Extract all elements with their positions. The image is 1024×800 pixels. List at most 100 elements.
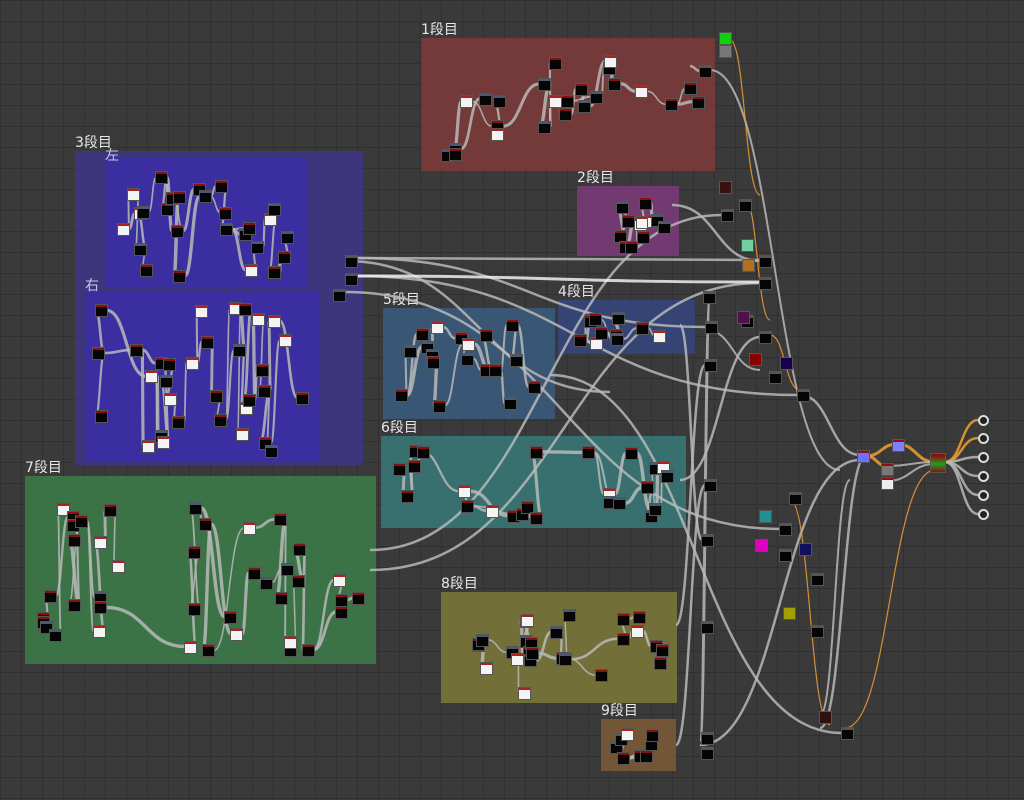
graph-node[interactable] <box>240 304 252 316</box>
graph-node[interactable] <box>174 270 186 282</box>
graph-node[interactable] <box>336 606 348 618</box>
graph-node[interactable] <box>740 200 751 211</box>
graph-node[interactable] <box>455 333 467 345</box>
graph-node[interactable] <box>521 615 533 627</box>
graph-node[interactable] <box>69 535 81 547</box>
graph-node[interactable] <box>199 191 211 203</box>
graph-node[interactable] <box>156 358 167 370</box>
graph-node[interactable] <box>539 122 551 134</box>
graph-node[interactable] <box>409 446 421 458</box>
graph-node[interactable] <box>297 392 309 404</box>
graph-node[interactable] <box>684 83 696 95</box>
graph-node[interactable] <box>143 440 155 452</box>
graph-node[interactable] <box>518 688 530 700</box>
output-node-icon[interactable] <box>978 415 989 426</box>
graph-node[interactable] <box>173 191 185 203</box>
graph-node[interactable] <box>489 365 501 377</box>
graph-node[interactable] <box>145 371 157 383</box>
graph-node[interactable] <box>404 345 416 357</box>
graph-node[interactable] <box>229 303 241 315</box>
graph-node[interactable] <box>617 753 629 765</box>
graph-node[interactable] <box>68 519 80 531</box>
graph-node[interactable] <box>492 121 503 133</box>
graph-node[interactable] <box>113 560 125 572</box>
graph-node[interactable] <box>590 314 602 326</box>
graph-node[interactable] <box>93 626 105 638</box>
graph-node[interactable] <box>269 203 281 215</box>
graph-node[interactable] <box>268 315 280 327</box>
graph-node[interactable] <box>334 290 345 301</box>
graph-node[interactable] <box>155 172 167 184</box>
graph-node[interactable] <box>95 410 107 422</box>
graph-node[interactable] <box>560 654 572 666</box>
graph-node[interactable] <box>216 180 228 192</box>
graph-node[interactable] <box>511 354 523 366</box>
graph-node[interactable] <box>285 636 297 648</box>
graph-node[interactable] <box>185 641 197 653</box>
graph-node[interactable] <box>95 305 107 317</box>
graph-node[interactable] <box>492 128 504 140</box>
graph-node[interactable] <box>188 546 200 558</box>
graph-node[interactable] <box>462 353 474 365</box>
output-node-icon[interactable] <box>978 509 989 520</box>
parameter-node[interactable] <box>738 312 749 323</box>
graph-node[interactable] <box>798 390 809 401</box>
graph-node[interactable] <box>49 630 61 642</box>
graph-node[interactable] <box>623 216 635 228</box>
parameter-node[interactable] <box>784 608 795 619</box>
graph-node[interactable] <box>702 622 713 633</box>
graph-node[interactable] <box>279 335 291 347</box>
graph-node[interactable] <box>94 592 106 604</box>
graph-node[interactable] <box>549 57 561 69</box>
graph-node[interactable] <box>172 225 184 237</box>
graph-node[interactable] <box>252 242 264 254</box>
output-mixer-node[interactable] <box>931 454 945 472</box>
graph-node[interactable] <box>560 109 572 121</box>
graph-node[interactable] <box>527 648 539 660</box>
graph-node[interactable] <box>196 306 208 318</box>
graph-node[interactable] <box>418 447 430 459</box>
graph-node[interactable] <box>260 577 272 589</box>
graph-node[interactable] <box>75 515 87 527</box>
graph-node[interactable] <box>220 207 232 219</box>
graph-node[interactable] <box>634 750 646 762</box>
graph-node[interactable] <box>706 322 717 333</box>
graph-node[interactable] <box>617 201 629 213</box>
graph-node[interactable] <box>638 232 650 244</box>
parameter-node[interactable] <box>760 511 771 522</box>
parameter-node[interactable] <box>750 354 761 365</box>
graph-node[interactable] <box>522 501 534 513</box>
graph-node[interactable] <box>579 101 591 113</box>
graph-node[interactable] <box>292 575 304 587</box>
graph-node[interactable] <box>481 330 493 342</box>
graph-node[interactable] <box>428 356 440 368</box>
graph-node[interactable] <box>161 375 172 387</box>
graph-node[interactable] <box>461 501 473 512</box>
graph-node[interactable] <box>780 524 791 535</box>
graph-node[interactable] <box>702 535 713 546</box>
graph-node[interactable] <box>395 390 407 402</box>
graph-node[interactable] <box>156 430 168 442</box>
graph-node[interactable] <box>265 213 277 225</box>
graph-node[interactable] <box>705 360 716 371</box>
graph-node[interactable] <box>335 595 347 607</box>
graph-node[interactable] <box>649 503 661 515</box>
graph-node[interactable] <box>190 503 202 515</box>
graph-node[interactable] <box>38 616 50 628</box>
graph-node[interactable] <box>211 391 223 403</box>
graph-node[interactable] <box>40 622 52 634</box>
output-node-icon[interactable] <box>978 452 989 463</box>
graph-node[interactable] <box>94 537 106 549</box>
graph-node[interactable] <box>137 207 149 219</box>
graph-node[interactable] <box>231 629 243 641</box>
graph-node[interactable] <box>118 223 130 235</box>
graph-node[interactable] <box>167 192 179 204</box>
graph-node[interactable] <box>279 252 291 264</box>
graph-node[interactable] <box>525 638 537 650</box>
graph-node[interactable] <box>462 338 474 350</box>
graph-node[interactable] <box>494 96 506 108</box>
graph-node[interactable] <box>882 478 893 489</box>
graph-node[interactable] <box>665 99 677 111</box>
graph-node[interactable] <box>605 56 617 68</box>
graph-node[interactable] <box>131 344 143 356</box>
